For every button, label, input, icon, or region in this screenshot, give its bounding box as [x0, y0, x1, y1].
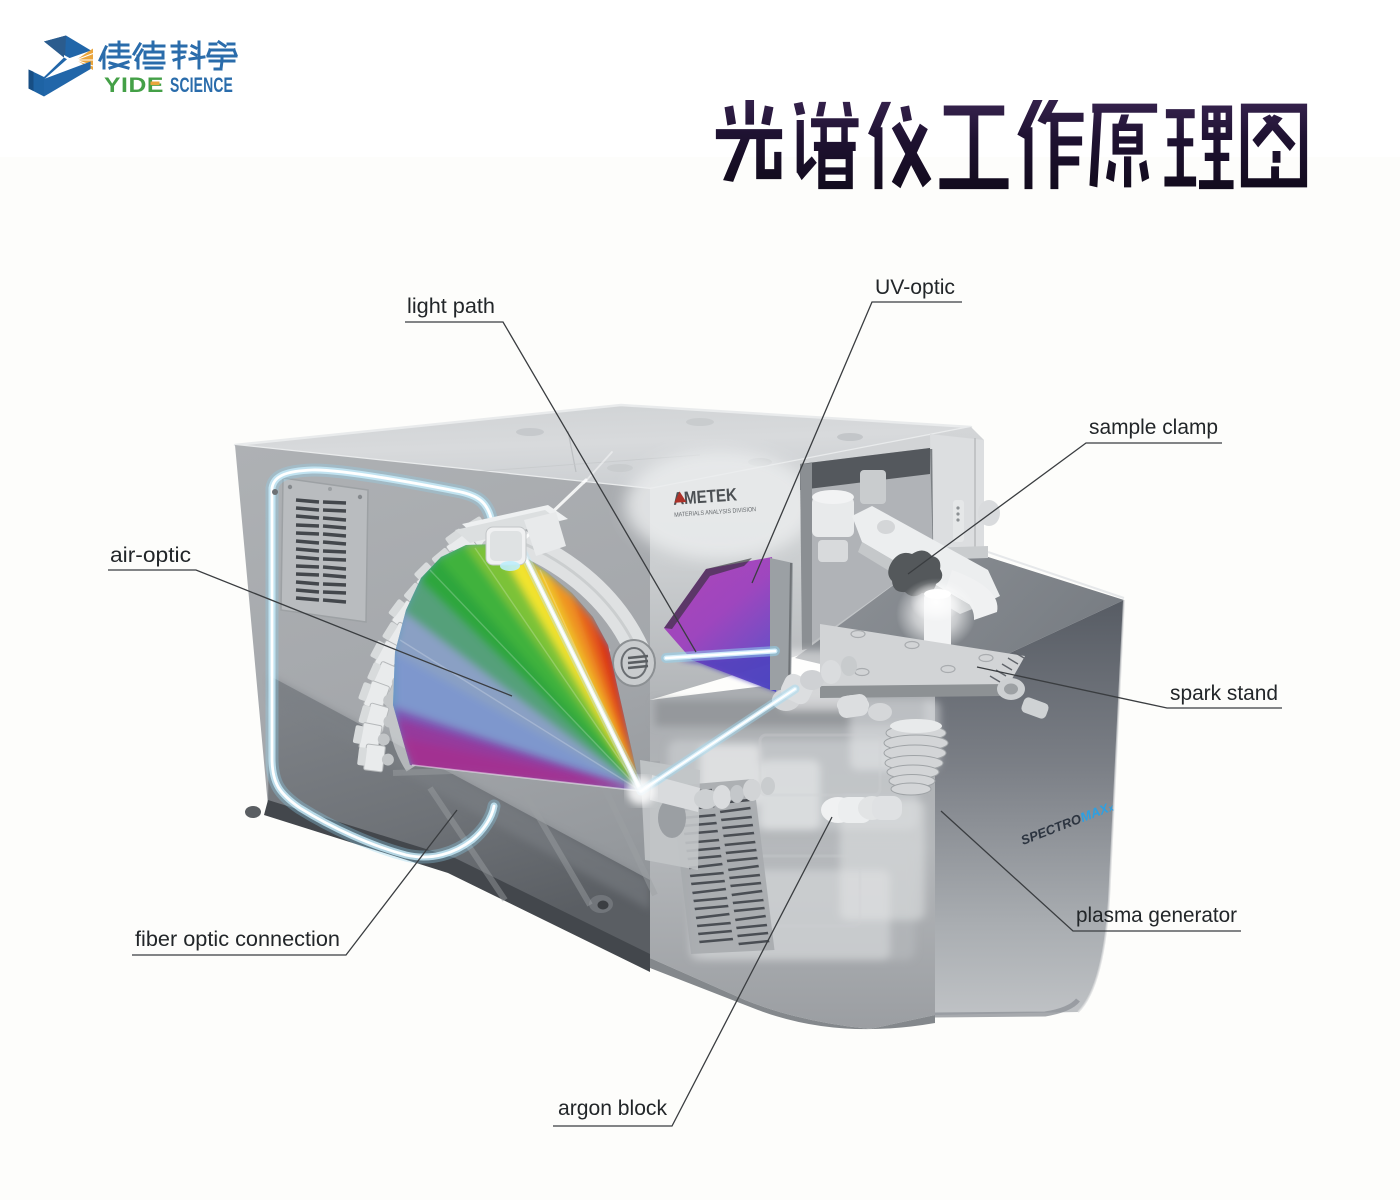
- svg-text:argon block: argon block: [558, 1096, 667, 1120]
- svg-text:AMETEK: AMETEK: [672, 484, 737, 508]
- svg-text:spark stand: spark stand: [1170, 681, 1278, 705]
- svg-text:UV-optic: UV-optic: [875, 275, 955, 299]
- svg-text:light path: light path: [407, 294, 495, 318]
- svg-text:sample clamp: sample clamp: [1089, 415, 1218, 439]
- svg-text:SCIENCE: SCIENCE: [170, 73, 233, 97]
- svg-text:plasma generator: plasma generator: [1076, 903, 1237, 927]
- svg-text:fiber optic connection: fiber optic connection: [135, 927, 340, 951]
- svg-text:air-optic: air-optic: [110, 543, 191, 567]
